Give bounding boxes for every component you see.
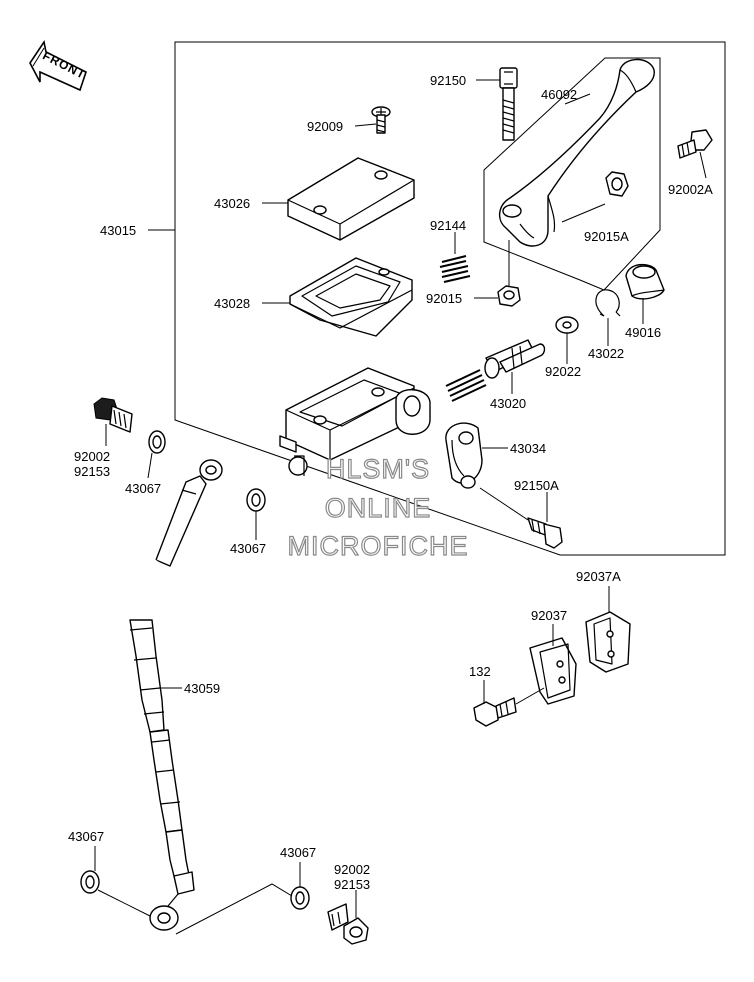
front-arrow-icon: FRONT <box>29 39 88 92</box>
screw-92009 <box>371 106 391 134</box>
label-132: 132 <box>469 664 491 679</box>
label-43067-a: 43067 <box>125 481 161 496</box>
lever-46092 <box>499 58 655 247</box>
clamp-43034 <box>445 422 483 489</box>
piston-kit-43020 <box>445 339 546 402</box>
watermark-line1: HLSM'S <box>326 454 430 484</box>
washer-43067-a <box>148 430 166 454</box>
label-49016: 49016 <box>625 325 661 340</box>
label-43022: 43022 <box>588 346 624 361</box>
banjo-bolt-top <box>93 397 133 433</box>
watermark-line3: MICROFICHE <box>288 531 469 561</box>
label-92002-bot: 92002 <box>334 862 370 877</box>
label-92022: 92022 <box>545 364 581 379</box>
banjo-bolt-bottom <box>327 903 369 945</box>
assembly-frame <box>174 41 726 556</box>
label-43067-c: 43067 <box>68 829 104 844</box>
label-92037A: 92037A <box>576 569 621 584</box>
watermark: HLSM'S ONLINE MICROFICHE <box>287 453 469 561</box>
washer-43067-c <box>80 870 100 894</box>
label-43067-b: 43067 <box>230 541 266 556</box>
label-43067-d: 43067 <box>280 845 316 860</box>
label-43020: 43020 <box>490 396 526 411</box>
label-92037: 92037 <box>531 608 567 623</box>
part-labels: 92150 46092 92009 92002A 43026 43015 921… <box>68 73 713 892</box>
bolt-92002A <box>677 129 713 159</box>
label-43034: 43034 <box>510 441 546 456</box>
label-92015A: 92015A <box>584 229 629 244</box>
watermark-line2: ONLINE <box>325 493 432 523</box>
washer-43067-b <box>246 488 266 512</box>
label-43026: 43026 <box>214 196 250 211</box>
label-92144: 92144 <box>430 218 466 233</box>
spring-92144 <box>439 255 471 283</box>
holder-92037A <box>585 611 631 673</box>
label-46092: 46092 <box>541 87 577 102</box>
bolt-92150A <box>527 517 563 549</box>
nut-92015A <box>605 171 629 197</box>
label-92150: 92150 <box>430 73 466 88</box>
label-43015: 43015 <box>100 223 136 238</box>
label-92150A: 92150A <box>514 478 559 493</box>
brake-hose-43059 <box>129 459 223 931</box>
label-43028: 43028 <box>214 296 250 311</box>
master-cylinder-body <box>279 367 431 476</box>
lever-group-outline <box>483 57 661 291</box>
label-92009: 92009 <box>307 119 343 134</box>
bolt-132 <box>473 697 517 727</box>
circlip-43022 <box>595 289 621 317</box>
nut-92015 <box>497 285 521 307</box>
washer-92022 <box>555 316 579 334</box>
label-92153-bot: 92153 <box>334 877 370 892</box>
label-92015: 92015 <box>426 291 462 306</box>
label-92153-top: 92153 <box>74 464 110 479</box>
cap-43026 <box>287 157 415 241</box>
holder-92037 <box>529 637 577 705</box>
diaphragm-43028 <box>289 257 413 337</box>
bolt-92150 <box>499 67 518 141</box>
label-43059: 43059 <box>184 681 220 696</box>
label-92002-top: 92002 <box>74 449 110 464</box>
boot-49016 <box>625 263 665 300</box>
washer-43067-d <box>290 886 310 910</box>
label-92002A: 92002A <box>668 182 713 197</box>
